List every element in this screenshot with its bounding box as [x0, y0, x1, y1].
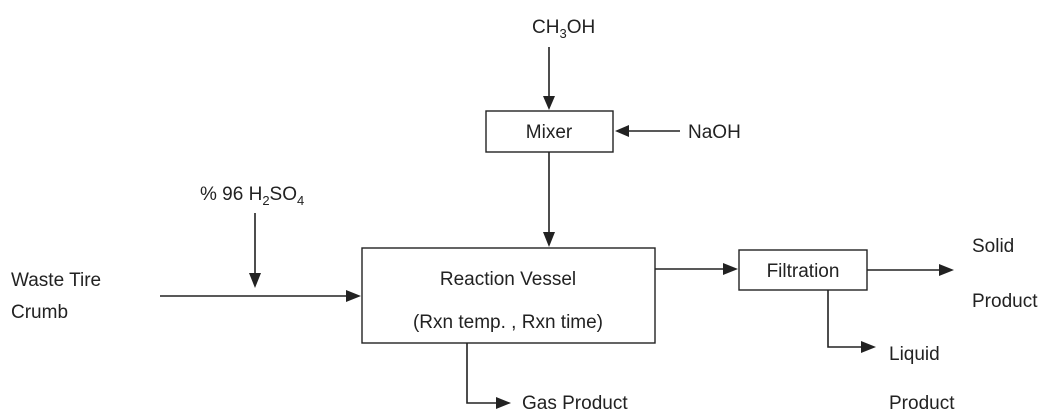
liquid-product-arrowhead — [861, 341, 876, 353]
reactor-to-filtration-arrowhead — [723, 263, 738, 275]
solid-product-arrowhead — [939, 264, 954, 276]
liquid-product-label-line2: Product — [889, 393, 955, 412]
filtration-box — [738, 249, 868, 291]
naoh-label: NaOH — [688, 122, 741, 143]
feed-label-line2: Crumb — [11, 302, 68, 323]
reaction-vessel-title: Reaction Vessel — [440, 269, 576, 290]
solid-product-label-line2: Product — [972, 291, 1038, 312]
naoh-arrowhead — [615, 125, 629, 137]
mixer-to-reactor-arrowhead — [543, 232, 555, 247]
liquid-product-line — [827, 290, 862, 348]
reaction-conditions-label: (Rxn temp. , Rxn time) — [413, 312, 603, 333]
feed-label-line1: Waste Tire — [11, 270, 101, 291]
methanol-label: CH3OH — [532, 17, 595, 41]
feed-arrowhead — [346, 290, 361, 302]
methanol-arrowhead — [543, 96, 555, 110]
mixer-label: Mixer — [526, 122, 573, 143]
gas-product-arrowhead — [496, 397, 511, 409]
reaction-vessel-box — [361, 247, 656, 344]
solid-product-label-line1: Solid — [972, 236, 1014, 257]
acid-arrowhead — [249, 273, 261, 288]
gas-product-line — [466, 343, 497, 404]
acid-label: % 96 H2SO4 — [200, 184, 304, 208]
liquid-product-label-line1: Liquid — [889, 344, 940, 365]
mixer-box — [485, 110, 614, 153]
filtration-label: Filtration — [767, 261, 840, 282]
gas-product-label: Gas Product — [522, 393, 628, 412]
